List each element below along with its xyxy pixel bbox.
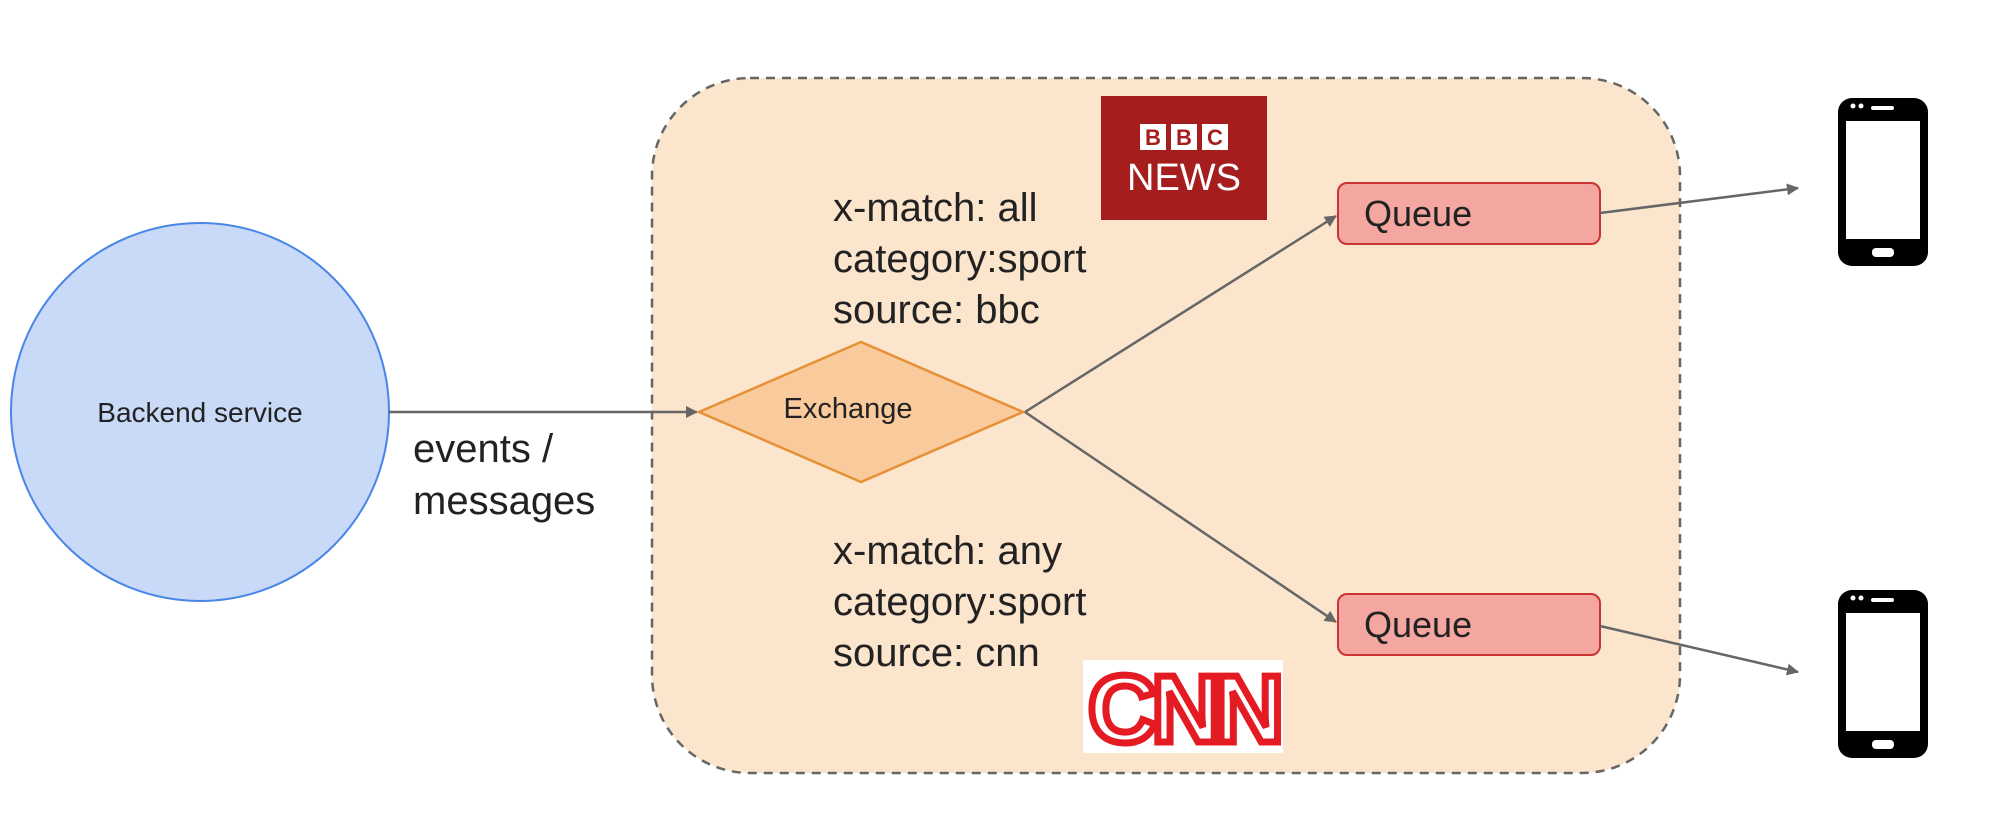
svg-text:C: C [1207,125,1223,150]
rule-top-line3: source: bbc [833,288,1040,332]
backend-service-label: Backend service [97,397,302,428]
smartphone-icon [1838,590,1928,758]
bbc-news-logo: B B C NEWS [1101,96,1267,220]
rule-top-line1: x-match: all [833,186,1038,230]
edge-queue-bottom-to-device [1599,624,1799,676]
edge-exchange-to-queue-top [1024,214,1337,414]
svg-text:NEWS: NEWS [1127,157,1241,199]
edge-label-line2: messages [413,479,595,523]
svg-text:CNN: CNN [1088,656,1278,763]
svg-text:B: B [1176,125,1192,150]
cnn-logo: CNN [1083,653,1287,767]
rule-bottom-line1: x-match: any [833,529,1062,573]
edge-queue-top-to-device [1599,183,1799,215]
exchange-label: Exchange [784,393,913,425]
svg-text:B: B [1145,125,1161,150]
rule-top-line2: category:sport [833,237,1086,281]
queue-bottom [1337,593,1601,656]
exchange-node [695,340,1027,484]
queue-top [1337,182,1601,245]
edge-exchange-to-queue-bottom [1024,410,1337,624]
rule-bottom-line2: category:sport [833,580,1086,624]
queue-top-label: Queue [1364,193,1472,234]
queue-bottom-label: Queue [1364,604,1472,645]
edge-label-line1: events / [413,427,554,471]
smartphone-icon [1838,98,1928,266]
rule-bottom-line3: source: cnn [833,631,1040,675]
